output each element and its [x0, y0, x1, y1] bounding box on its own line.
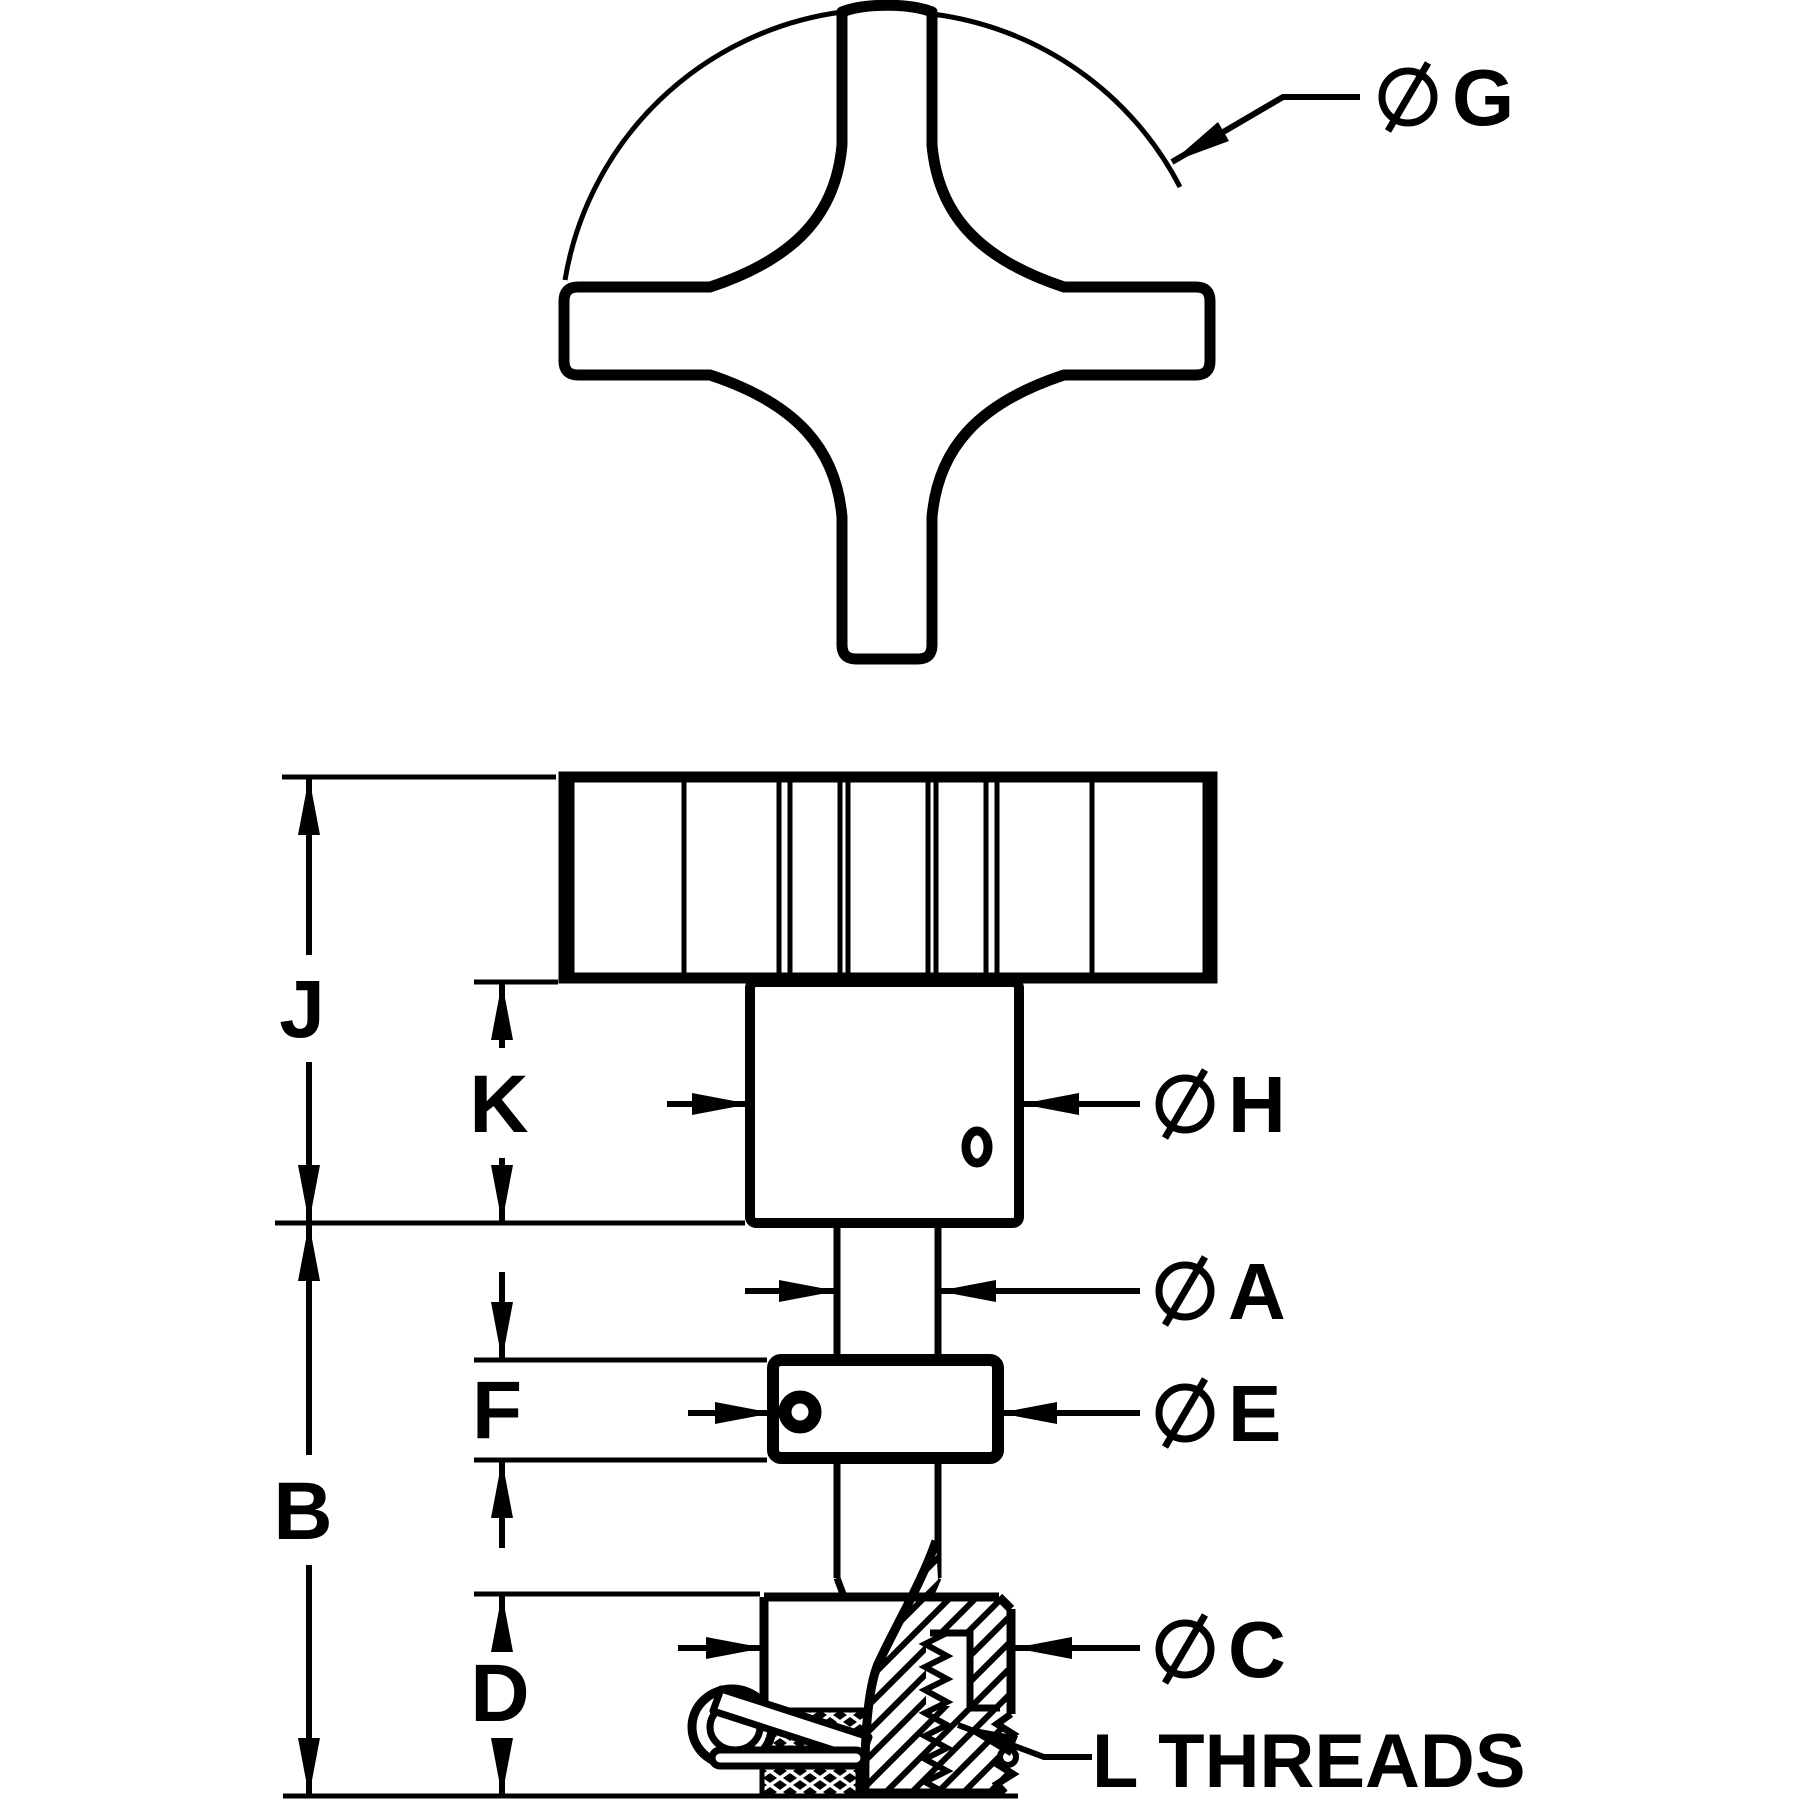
foot-assembly: [687, 1539, 1020, 1799]
arrowhead-icon: [958, 1725, 1018, 1756]
arrow-up-icon: [491, 982, 513, 1040]
arrow-left-icon: [1021, 1093, 1079, 1115]
dim-k-letter: K: [469, 1059, 528, 1150]
dia-h-callout: H: [667, 1060, 1286, 1149]
side-view: [558, 771, 1218, 1799]
thread-note-text: L THREADS: [1092, 1719, 1526, 1803]
dim-b-letter: B: [273, 1466, 332, 1557]
dia-c-callout: C: [678, 1605, 1286, 1694]
hub-body: [745, 977, 1024, 1228]
dim-d-letter: D: [470, 1648, 529, 1739]
side-knob-flutes: [569, 782, 1208, 973]
arrow-right-icon: [779, 1280, 837, 1302]
knurl-band-lower: [759, 1763, 861, 1799]
dia-g-arrowhead-icon: [1172, 122, 1229, 162]
clip-pin-horizontal: [708, 1746, 868, 1770]
dim-j: [298, 777, 320, 1223]
dia-g-arc-left: [562, 9, 843, 281]
dim-f-letter: F: [472, 1365, 522, 1456]
thread-note-callout: L THREADS: [956, 1719, 1526, 1803]
top-view: G: [558, 0, 1514, 665]
dia-a-letter: A: [1228, 1247, 1286, 1336]
collar-set-hole: [778, 1390, 822, 1434]
dia-c-letter: C: [1228, 1605, 1286, 1694]
dim-d: [491, 1594, 513, 1796]
collar-body: [767, 1354, 1004, 1464]
arrow-left-icon: [938, 1280, 996, 1302]
cross-knob-outline: [558, 0, 1216, 665]
dia-g-label: G: [1378, 53, 1514, 142]
dia-g-leader-line: [1170, 94, 1360, 165]
arrow-up-icon: [491, 1460, 513, 1518]
arrow-right-icon: [715, 1402, 773, 1424]
engaged-threads-zigzag: [918, 1630, 954, 1797]
dia-g-arc-right: [931, 11, 1183, 189]
dia-g-letter: G: [1452, 53, 1514, 142]
arrow-down-icon: [491, 1165, 513, 1223]
diameter-symbol-slash: [1384, 61, 1432, 133]
arrow-left-icon: [1014, 1637, 1072, 1659]
side-knob: [558, 771, 1218, 984]
arrow-down-icon: [491, 1738, 513, 1796]
dim-f: [491, 1272, 513, 1548]
arrow-up-icon: [298, 1223, 320, 1281]
bore-outline: [930, 1629, 1000, 1712]
dim-k: [491, 982, 513, 1223]
arrow-up-icon: [491, 1594, 513, 1652]
arrow-down-icon: [298, 1165, 320, 1223]
arrow-down-icon: [491, 1302, 513, 1360]
diameter-callouts: H A E C: [667, 1060, 1526, 1803]
arrow-right-icon: [692, 1093, 750, 1115]
arrow-right-icon: [706, 1637, 764, 1659]
dim-j-letter: J: [279, 964, 325, 1055]
dim-b: [298, 1223, 320, 1796]
arrow-down-icon: [298, 1738, 320, 1796]
dia-a-callout: A: [745, 1247, 1286, 1336]
hub-pin-hole: [961, 1126, 993, 1168]
arrow-left-icon: [999, 1402, 1057, 1424]
dia-e-letter: E: [1228, 1369, 1281, 1458]
diameter-symbol-icon: [1378, 67, 1438, 127]
insert-outline: [764, 1592, 1016, 1798]
dia-h-letter: H: [1228, 1060, 1286, 1149]
break-line: [860, 1539, 941, 1795]
dia-e-callout: E: [688, 1369, 1281, 1458]
side-knob-outline: [558, 771, 1218, 984]
arrow-up-icon: [298, 777, 320, 835]
